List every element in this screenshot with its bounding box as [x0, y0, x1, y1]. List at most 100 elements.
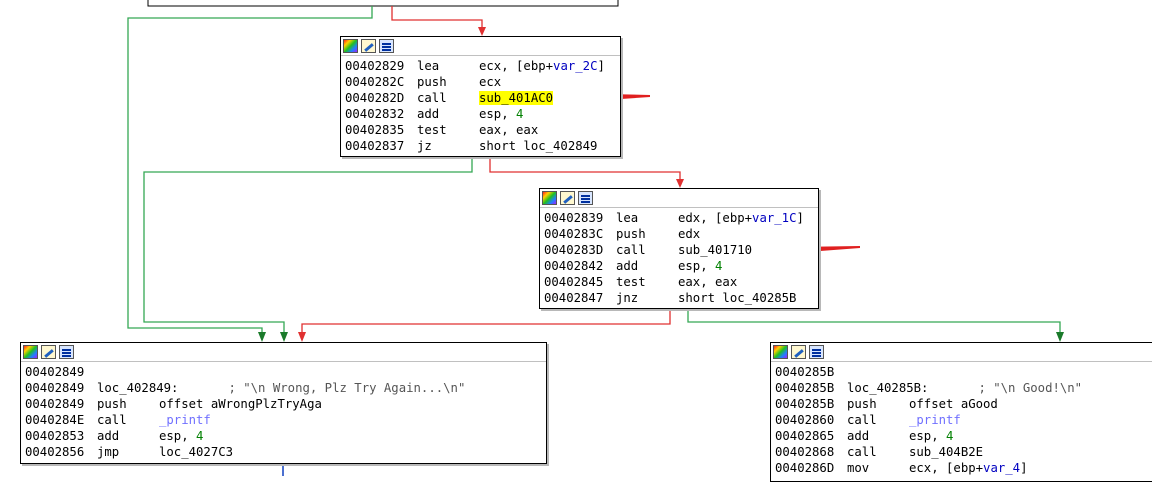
operand[interactable]: _printf [159, 412, 211, 428]
address[interactable]: 00402832 [345, 107, 405, 121]
address[interactable]: 00402842 [544, 259, 604, 273]
address[interactable]: 0040284E [25, 413, 85, 427]
rename-pencil-icon[interactable] [361, 39, 376, 53]
operand[interactable]: esp, 4 [909, 428, 953, 444]
address[interactable]: 0040285B [775, 381, 835, 395]
mnemonic[interactable]: jmp [97, 445, 120, 459]
code-line[interactable]: 00402847 jnz short loc_40285B [544, 290, 818, 306]
color-palette-icon[interactable] [23, 345, 38, 359]
mnemonic[interactable]: jz [417, 139, 432, 153]
rename-pencil-icon[interactable] [41, 345, 56, 359]
operand[interactable]: loc_4027C3 [159, 444, 233, 460]
operand[interactable]: eax, eax [479, 122, 538, 138]
address[interactable]: 0040283D [544, 243, 604, 257]
code-line[interactable]: 00402832 add esp, 4 [345, 106, 620, 122]
code-label[interactable]: loc_402849: [97, 381, 179, 395]
mnemonic[interactable]: add [417, 107, 440, 121]
rename-pencil-icon[interactable] [560, 191, 575, 205]
stack-variable[interactable]: var_2C [553, 59, 598, 73]
operand[interactable]: edx [678, 226, 700, 242]
operand[interactable]: ecx [479, 74, 501, 90]
address[interactable]: 00402835 [345, 123, 405, 137]
function-name[interactable]: _printf [159, 413, 211, 427]
code-line[interactable]: 0040285B [775, 364, 1152, 380]
address[interactable]: 00402849 [25, 397, 85, 411]
code-line[interactable]: 0040286D mov ecx, [ebp+var_4] [775, 460, 1152, 476]
code-line[interactable]: 0040285B push offset aGood [775, 396, 1152, 412]
address[interactable]: 00402860 [775, 413, 835, 427]
mnemonic[interactable]: call [847, 445, 877, 459]
operand[interactable]: _printf [909, 412, 961, 428]
code-line[interactable]: 00402849 [25, 364, 546, 380]
highlighted-symbol[interactable]: sub_401AC0 [479, 91, 554, 105]
mnemonic[interactable]: jnz [616, 291, 639, 305]
address[interactable]: 0040286D [775, 461, 835, 475]
address[interactable]: 0040282D [345, 91, 405, 105]
color-palette-icon[interactable] [343, 39, 358, 53]
address[interactable]: 00402837 [345, 139, 405, 153]
mnemonic[interactable]: push [97, 397, 127, 411]
code-line[interactable]: 0040283D call sub_401710 [544, 242, 818, 258]
mnemonic[interactable]: add [847, 429, 870, 443]
operand[interactable]: short loc_402849 [479, 138, 597, 154]
mnemonic[interactable]: push [417, 75, 447, 89]
code-line[interactable]: 0040282C push ecx [345, 74, 620, 90]
mnemonic[interactable]: test [616, 275, 646, 289]
mnemonic[interactable]: call [417, 91, 447, 105]
rename-pencil-icon[interactable] [791, 345, 806, 359]
address[interactable]: 0040285B [775, 365, 835, 379]
address[interactable]: 00402847 [544, 291, 604, 305]
mnemonic[interactable]: call [97, 413, 127, 427]
operand[interactable]: offset aWrongPlzTryAga [159, 396, 322, 412]
address[interactable]: 00402868 [775, 445, 835, 459]
code-line[interactable]: 00402853 add esp, 4 [25, 428, 546, 444]
mnemonic[interactable]: push [616, 227, 646, 241]
code-line[interactable]: 00402856 jmp loc_4027C3 [25, 444, 546, 460]
mnemonic[interactable]: add [97, 429, 120, 443]
graph-view-icon[interactable] [809, 345, 824, 359]
address[interactable]: 00402849 [25, 381, 85, 395]
address[interactable]: 00402845 [544, 275, 604, 289]
address[interactable]: 00402839 [544, 211, 604, 225]
operand[interactable]: esp, 4 [678, 258, 722, 274]
code-line[interactable]: 00402868 call sub_404B2E [775, 444, 1152, 460]
stack-variable[interactable]: var_4 [983, 461, 1021, 475]
operand[interactable]: esp, 4 [479, 106, 523, 122]
mnemonic[interactable]: push [847, 397, 877, 411]
operand[interactable]: offset aGood [909, 396, 998, 412]
color-palette-icon[interactable] [773, 345, 788, 359]
address[interactable]: 00402856 [25, 445, 85, 459]
code-line[interactable]: 00402835 test eax, eax [345, 122, 620, 138]
address[interactable]: 00402853 [25, 429, 85, 443]
function-name[interactable]: _printf [909, 413, 961, 427]
operand[interactable]: ecx, [ebp+var_2C] [479, 58, 605, 74]
mnemonic[interactable]: test [417, 123, 447, 137]
mnemonic[interactable]: mov [847, 461, 870, 475]
code-line[interactable]: 0040284E call _printf [25, 412, 546, 428]
address[interactable]: 00402849 [25, 365, 85, 379]
address[interactable]: 00402829 [345, 59, 405, 73]
address[interactable]: 0040282C [345, 75, 405, 89]
operand[interactable]: esp, 4 [159, 428, 203, 444]
operand[interactable]: ecx, [ebp+var_4] [909, 460, 1027, 476]
graph-view-icon[interactable] [379, 39, 394, 53]
operand[interactable]: sub_404B2E [909, 444, 983, 460]
code-line[interactable]: 00402837 jz short loc_402849 [345, 138, 620, 154]
address[interactable]: 0040283C [544, 227, 604, 241]
operand[interactable]: sub_401710 [678, 242, 752, 258]
mnemonic[interactable]: call [616, 243, 646, 257]
address[interactable]: 0040285B [775, 397, 835, 411]
code-line[interactable]: 00402849 push offset aWrongPlzTryAga [25, 396, 546, 412]
operand[interactable]: short loc_40285B [678, 290, 796, 306]
